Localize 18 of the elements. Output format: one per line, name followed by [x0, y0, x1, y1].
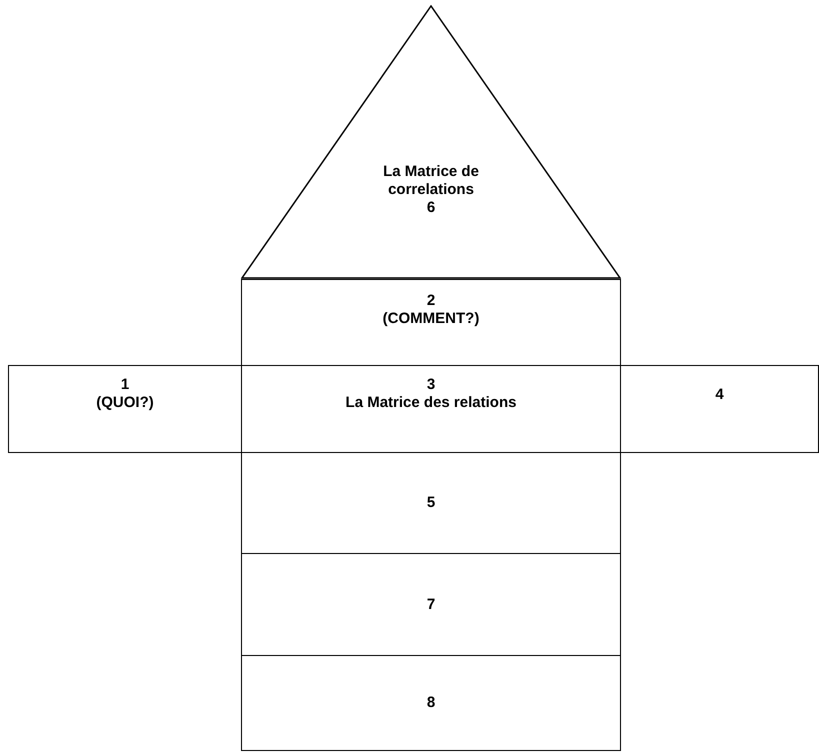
section-number: 2 [426, 292, 436, 310]
matrix-box [8, 365, 242, 453]
section-number: 1 [120, 376, 130, 394]
section-label: La Matrice de correlations [382, 163, 480, 199]
matrix-box [241, 553, 621, 656]
matrix-box [241, 279, 621, 366]
section-label: (QUOI?) [96, 394, 154, 412]
matrix-box [620, 365, 819, 453]
matrix-box [241, 655, 621, 751]
section-number: 6 [426, 199, 436, 217]
section-number: 5 [426, 494, 436, 512]
section-number: 4 [715, 386, 724, 404]
section-number: 7 [426, 596, 436, 614]
section-label: (COMMENT?) [382, 310, 480, 328]
section-number: 8 [426, 694, 436, 712]
section-number: 3 [426, 376, 436, 394]
matrix-box [241, 452, 621, 554]
section-label: La Matrice des relations [346, 394, 516, 412]
